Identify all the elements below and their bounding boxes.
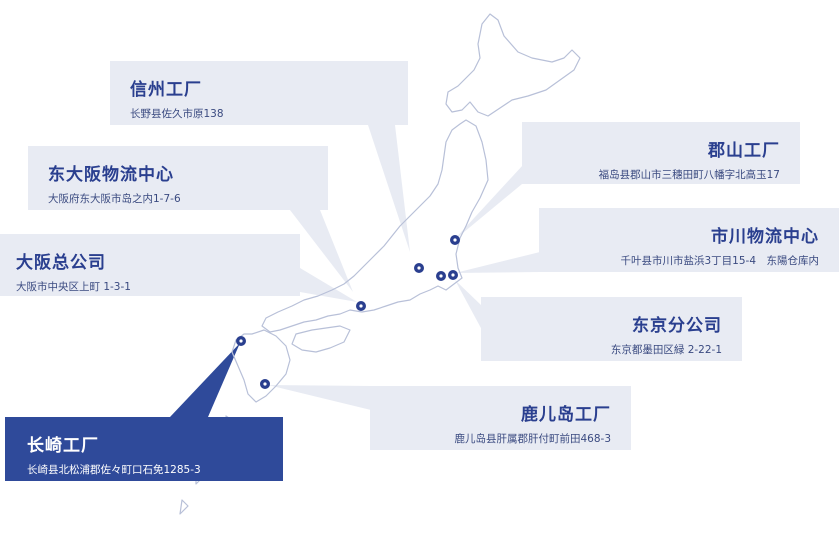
location-name: 东大阪物流中心 (48, 165, 174, 185)
pointer-higashi-osaka (290, 210, 353, 292)
location-name: 鹿儿岛工厂 (521, 405, 611, 425)
callout-higashi-osaka[interactable]: 东大阪物流中心 大阪府东大阪市岛之内1-7-6 (28, 146, 328, 210)
location-name: 大阪总公司 (16, 253, 106, 273)
location-address: 千叶县市川市盐浜3丁目15-4 东陽仓库内 (620, 255, 819, 267)
location-address: 长野县佐久市原138 (130, 108, 224, 120)
marker-kagoshima[interactable] (260, 379, 270, 389)
location-address: 东京都墨田区緑 2-22-1 (610, 344, 722, 356)
callout-nagasaki[interactable]: 长崎工厂 长崎县北松浦郡佐々町口石免1285-3 (5, 417, 283, 481)
callout-shinshu[interactable]: 信州工厂 长野县佐久市原138 (110, 61, 408, 125)
callout-koriyama[interactable]: 郡山工厂 福岛县郡山市三穗田町八幡字北高玉17 (522, 122, 800, 184)
location-address: 福岛县郡山市三穗田町八幡字北高玉17 (598, 169, 780, 181)
location-address: 鹿儿岛县肝属郡肝付町前田468-3 (454, 433, 611, 445)
marker-ichikawa[interactable] (448, 270, 458, 280)
shikoku (291, 325, 351, 353)
callout-kagoshima[interactable]: 鹿儿岛工厂 鹿儿岛县肝属郡肝付町前田468-3 (370, 386, 631, 450)
marker-nagasaki[interactable] (236, 336, 246, 346)
pointer-koriyama (452, 165, 545, 242)
location-name: 长崎工厂 (27, 436, 99, 456)
kyushu (231, 329, 291, 403)
location-markers (236, 235, 460, 389)
location-name: 郡山工厂 (708, 141, 780, 161)
callout-osaka-hq[interactable]: 大阪总公司 大阪市中央区上町 1-3-1 (0, 234, 300, 296)
pointer-nagasaki (170, 343, 240, 417)
marker-osaka[interactable] (356, 301, 366, 311)
location-name: 市川物流中心 (711, 227, 819, 247)
callout-ichikawa[interactable]: 市川物流中心 千叶县市川市盐浜3丁目15-4 东陽仓库内 (539, 208, 839, 272)
hokkaido (445, 13, 581, 117)
pointer-ichikawa (455, 252, 540, 273)
pointer-kagoshima (268, 385, 371, 410)
pointer-tokyo (455, 280, 482, 330)
marker-koriyama[interactable] (450, 235, 460, 245)
marker-shinshu[interactable] (414, 263, 424, 273)
location-name: 东京分公司 (632, 316, 722, 336)
callout-pointers (268, 125, 545, 410)
location-name: 信州工厂 (130, 80, 202, 100)
location-address: 大阪市中央区上町 1-3-1 (16, 281, 131, 293)
location-address: 长崎县北松浦郡佐々町口石免1285-3 (27, 464, 201, 476)
honshu (261, 119, 489, 333)
pointer-shinshu (368, 125, 410, 252)
callout-tokyo[interactable]: 东京分公司 东京都墨田区緑 2-22-1 (481, 297, 742, 361)
pointer-osaka-hq (300, 268, 357, 302)
location-address: 大阪府东大阪市岛之内1-7-6 (48, 193, 181, 205)
marker-tokyo[interactable] (436, 271, 446, 281)
